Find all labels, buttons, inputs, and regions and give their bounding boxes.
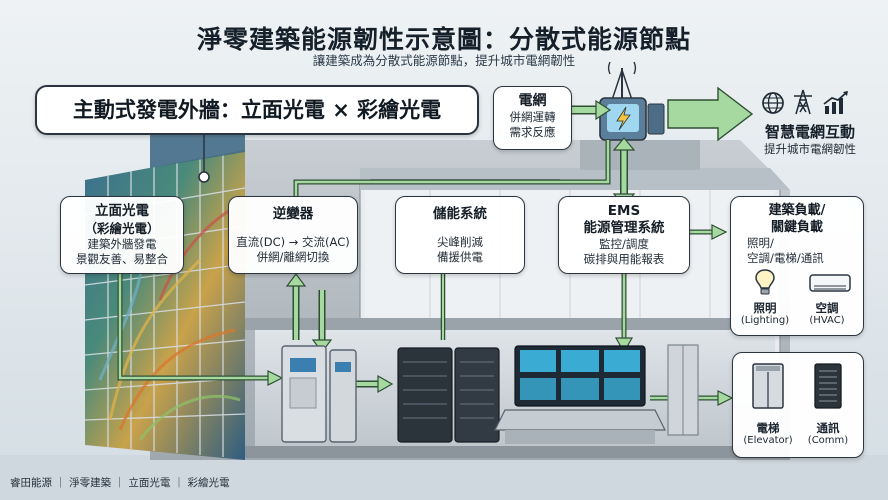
ems-box: EMS 能源管理系統 監控/調度 碳排與用能報表 [558,196,690,274]
load-box-line-2: 空調/電梯/通訊 [747,251,824,265]
comm-label-en: (Comm) [807,435,849,446]
load-box-line-1: 照明/ [747,236,774,250]
facade-callout: 主動式發電外牆：立面光電 × 彩繪光電 [35,85,479,135]
ems-box-line-2: 碳排與用能報表 [583,252,665,266]
inverter-cabinets [281,345,357,443]
inverter-box: 逆變器 直流(DC) → 交流(AC) 併網/離網切換 [228,196,358,274]
antenna-tower-icon [607,61,637,101]
grid-box-line-1: 併網運轉 [509,110,556,124]
globe-icon [762,92,784,114]
storage-box-line-2: 備援供電 [437,250,483,264]
grid-controller-icon [599,97,665,141]
inverter-box-line-2: 併網/離網切換 [256,250,330,264]
lightbulb-icon [755,269,775,295]
facade-box-line-1: 建築外牆發電 [87,237,157,251]
battery-storage-racks [397,347,500,443]
ems-box-line-1: 監控/調度 [599,237,649,251]
page-title: 淨零建築能源韌性示意圖：分散式能源節點 [196,25,691,54]
storage-box-line-1: 尖峰削減 [437,235,483,249]
facade-box-title-2: （彩繪光電） [84,221,160,236]
floor-slab-upper [245,318,785,330]
elevator-label: 電梯 [756,421,780,435]
roof-structure [580,140,700,170]
ems-control-desk [494,345,666,444]
ems-box-title: EMS [607,203,641,219]
load-box: 建築負載/ 關鍵負載 照明/ 空調/電梯/通訊 [730,196,864,336]
grid-box-title: 電網 [518,93,547,109]
elevator-label-en: (Elevator) [743,435,793,446]
storage-box-title: 儲能系統 [433,206,487,222]
inverter-box-line-1: 直流(DC) → 交流(AC) [236,235,350,249]
ground [0,455,888,500]
smart-grid-subtitle: 提升城市電網韌性 [764,142,856,156]
facade-box-title: 立面光電 [95,203,149,219]
load-box-title-2: 關鍵負載 [770,220,823,235]
energy-flow-arrows [117,86,754,406]
inverter-box-title: 逆變器 [272,206,314,222]
elevator-icon [752,363,784,409]
power-tower-icon [794,89,812,115]
facade-box-line-2: 景觀友善、易整合 [76,252,168,266]
hvac-label: 空調 [815,301,839,315]
grid-box-line-2: 需求反應 [509,125,556,139]
growth-chart-icon [823,91,848,114]
footer-tags: 睿田能源 ｜ 淨零建築 ｜ 立面光電 ｜ 彩繪光電 [10,477,230,489]
storage-box: 儲能系統 尖峰削減 備援供電 [395,196,525,274]
smart-grid-title: 智慧電網互動 [764,123,855,141]
facade-pv-box: 立面光電 （彩繪光電） 建築外牆發電 景觀友善、易整合 [60,196,184,274]
server-rack-icon [814,363,842,409]
air-conditioner-icon [809,274,851,292]
lighting-label: 照明 [753,301,777,315]
grid-box: 電網 併網運轉 需求反應 [493,86,572,150]
hvac-label-en: (HVAC) [809,315,845,326]
comm-label: 通訊 [816,421,840,435]
ems-box-title-2: 能源管理系統 [583,220,665,236]
load-box-title: 建築負載/ [768,203,826,218]
lighting-label-en: (Lighting) [740,315,790,326]
page-subtitle: 讓建築成為分散式能源節點，提升城市電網韌性 [312,53,576,68]
floor-slab-lower [245,446,790,458]
